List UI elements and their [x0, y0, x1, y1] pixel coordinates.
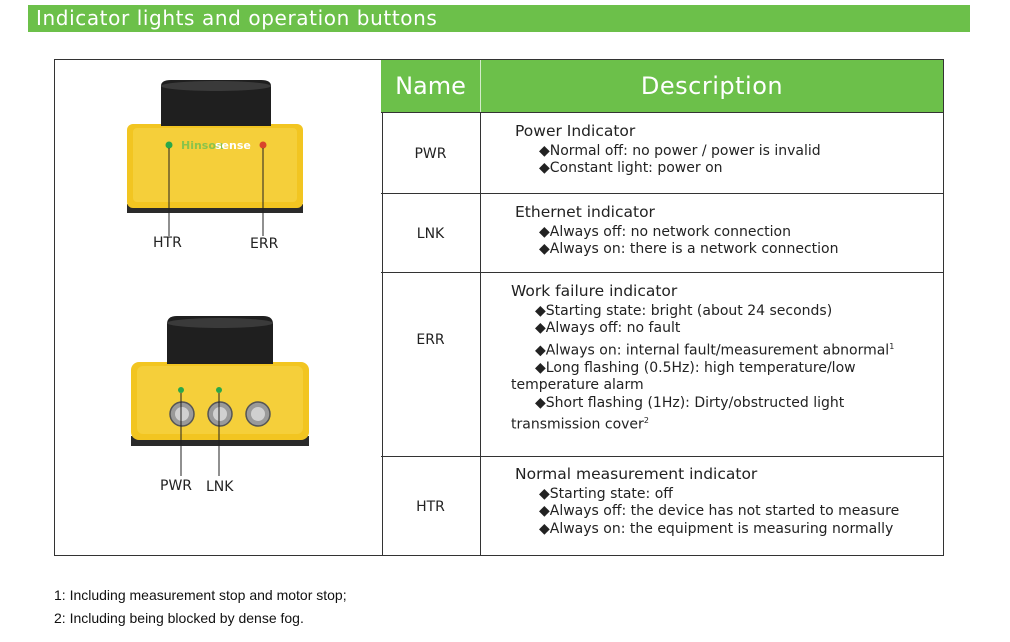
list-item: ◆Short flashing (1Hz): Dirty/obstructed …	[535, 394, 845, 411]
row-name: PWR	[414, 146, 447, 162]
footnote-2: 2: Including being blocked by dense fog.	[54, 610, 304, 626]
pwr-led-icon	[178, 387, 184, 393]
row-description: Power Indicator ◆Normal off: no power / …	[515, 122, 955, 178]
list-item: ◆Constant light: power on	[539, 160, 723, 176]
footnote-ref-2: 2	[643, 416, 649, 426]
list-item-continued: temperature alarm	[511, 377, 644, 394]
lnk-label: LNK	[206, 479, 234, 495]
list-item: ◆Always off: no fault	[535, 320, 681, 336]
lnk-led-icon	[216, 387, 222, 393]
device-logo-text: sense	[215, 139, 251, 152]
list-item: ◆Always on: there is a network connectio…	[539, 241, 839, 257]
list-item: ◆Starting state: off	[539, 485, 673, 502]
htr-label: HTR	[153, 235, 182, 251]
section-title: Indicator lights and operation buttons	[36, 6, 438, 30]
svg-text:Hinson: Hinson	[181, 139, 224, 152]
header-name: Name	[395, 72, 466, 100]
indicator-table: Name Description PWR Power Indicator ◆No…	[381, 59, 944, 556]
list-item: ◆Starting state: bright (about 24 second…	[535, 302, 833, 319]
header-description: Description	[640, 72, 784, 100]
list-item: ◆Always on: internal fault/measurement a…	[535, 341, 895, 359]
row-title: Power Indicator	[515, 122, 636, 140]
row-description: Ethernet indicator ◆Always off: no netwo…	[515, 203, 955, 259]
list-item-continued: transmission cover2	[511, 416, 649, 433]
err-led-icon	[259, 141, 267, 149]
row-title: Ethernet indicator	[515, 203, 655, 221]
err-label: ERR	[250, 236, 279, 252]
pwr-label: PWR	[160, 478, 193, 494]
row-description: Normal measurement indicator ◆Starting s…	[515, 465, 955, 538]
row-title: Work failure indicator	[511, 282, 678, 300]
device-illustrations: Hinson sense	[127, 80, 309, 476]
list-item: ◆Normal off: no power / power is invalid	[539, 142, 821, 159]
list-item: ◆Long flashing (0.5Hz): high temperature…	[535, 359, 856, 376]
device-illustration-panel: Hinson sense HTR ERR PWR LNK	[54, 59, 383, 556]
list-item: ◆Always off: no network connection	[539, 223, 791, 240]
table-header: Name Description	[381, 60, 943, 112]
section-banner: Indicator lights and operation buttons	[28, 5, 970, 32]
list-item: ◆Always on: the equipment is measuring n…	[539, 520, 894, 537]
row-title: Normal measurement indicator	[515, 465, 758, 483]
row-name: LNK	[416, 226, 445, 242]
bottom-device-image	[131, 316, 309, 476]
row-name: HTR	[416, 499, 445, 515]
row-description: Work failure indicator ◆Starting state: …	[511, 282, 951, 434]
list-item: ◆Always off: the device has not started …	[539, 503, 900, 519]
row-name: ERR	[416, 332, 445, 348]
top-device-image: Hinson sense	[127, 80, 303, 236]
footnote-1: 1: Including measurement stop and motor …	[54, 587, 347, 603]
footnote-ref-1: 1	[889, 341, 895, 351]
htr-led-icon	[165, 141, 173, 149]
